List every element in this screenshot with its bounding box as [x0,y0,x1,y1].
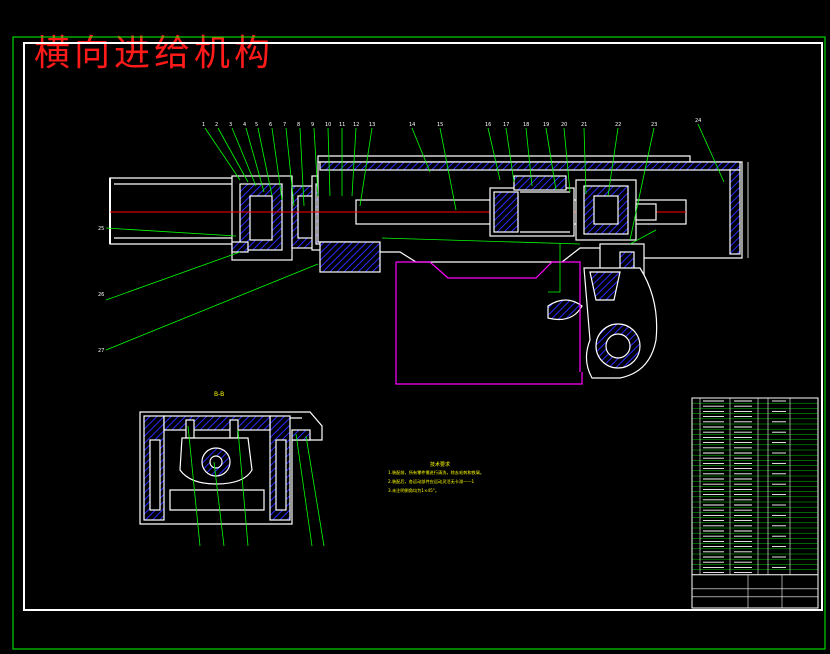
section-view-b-b [139,411,323,525]
svg-text:12: 12 [353,122,359,128]
parts-list-table [691,397,819,609]
leader-lines [105,123,725,351]
svg-text:10: 10 [325,122,331,128]
svg-text:9: 9 [311,122,314,128]
note-line: 1.装配前，所有零件需进行清洗，除去毛刺和铁屑。 [388,469,484,476]
svg-text:19: 19 [543,122,549,128]
parts-list-border [691,397,819,609]
svg-text:15: 15 [437,122,443,128]
svg-text:3: 3 [229,122,232,128]
svg-text:13: 13 [369,122,375,128]
drawing-title: 横向进给机构 [34,33,275,74]
svg-text:18: 18 [523,122,529,128]
svg-text:24: 24 [695,118,701,124]
main-section-view [109,155,749,379]
svg-text:14: 14 [409,122,415,128]
svg-text:11: 11 [339,122,345,128]
note-line: 3.未注明倒角均为1×45°。 [388,487,439,494]
inner-frame [23,42,823,611]
outer-frame [12,36,826,650]
svg-text:16: 16 [485,122,491,128]
svg-text:8: 8 [297,122,300,128]
svg-text:6: 6 [269,122,272,128]
technical-notes: 技术要求 1.装配前，所有零件需进行清洗，除去毛刺和铁屑。 2.装配后，各运动部… [388,461,484,494]
section-leaders [187,425,325,547]
svg-text:23: 23 [651,122,657,128]
svg-text:1: 1 [202,122,205,128]
svg-text:20: 20 [561,122,567,128]
svg-text:21: 21 [581,122,587,128]
svg-text:4: 4 [243,122,246,128]
casting-outline [395,261,583,385]
svg-text:25: 25 [98,226,104,232]
svg-text:27: 27 [98,348,104,354]
svg-text:2: 2 [215,122,218,128]
svg-text:17: 17 [503,122,509,128]
svg-text:5: 5 [255,122,258,128]
notes-heading: 技术要求 [430,461,450,468]
note-line: 2.装配后，各运动部件应运动灵活无卡滞——1 [388,478,475,485]
section-label: B-B [214,391,224,398]
svg-text:26: 26 [98,292,104,298]
svg-text:22: 22 [615,122,621,128]
svg-text:7: 7 [283,122,286,128]
